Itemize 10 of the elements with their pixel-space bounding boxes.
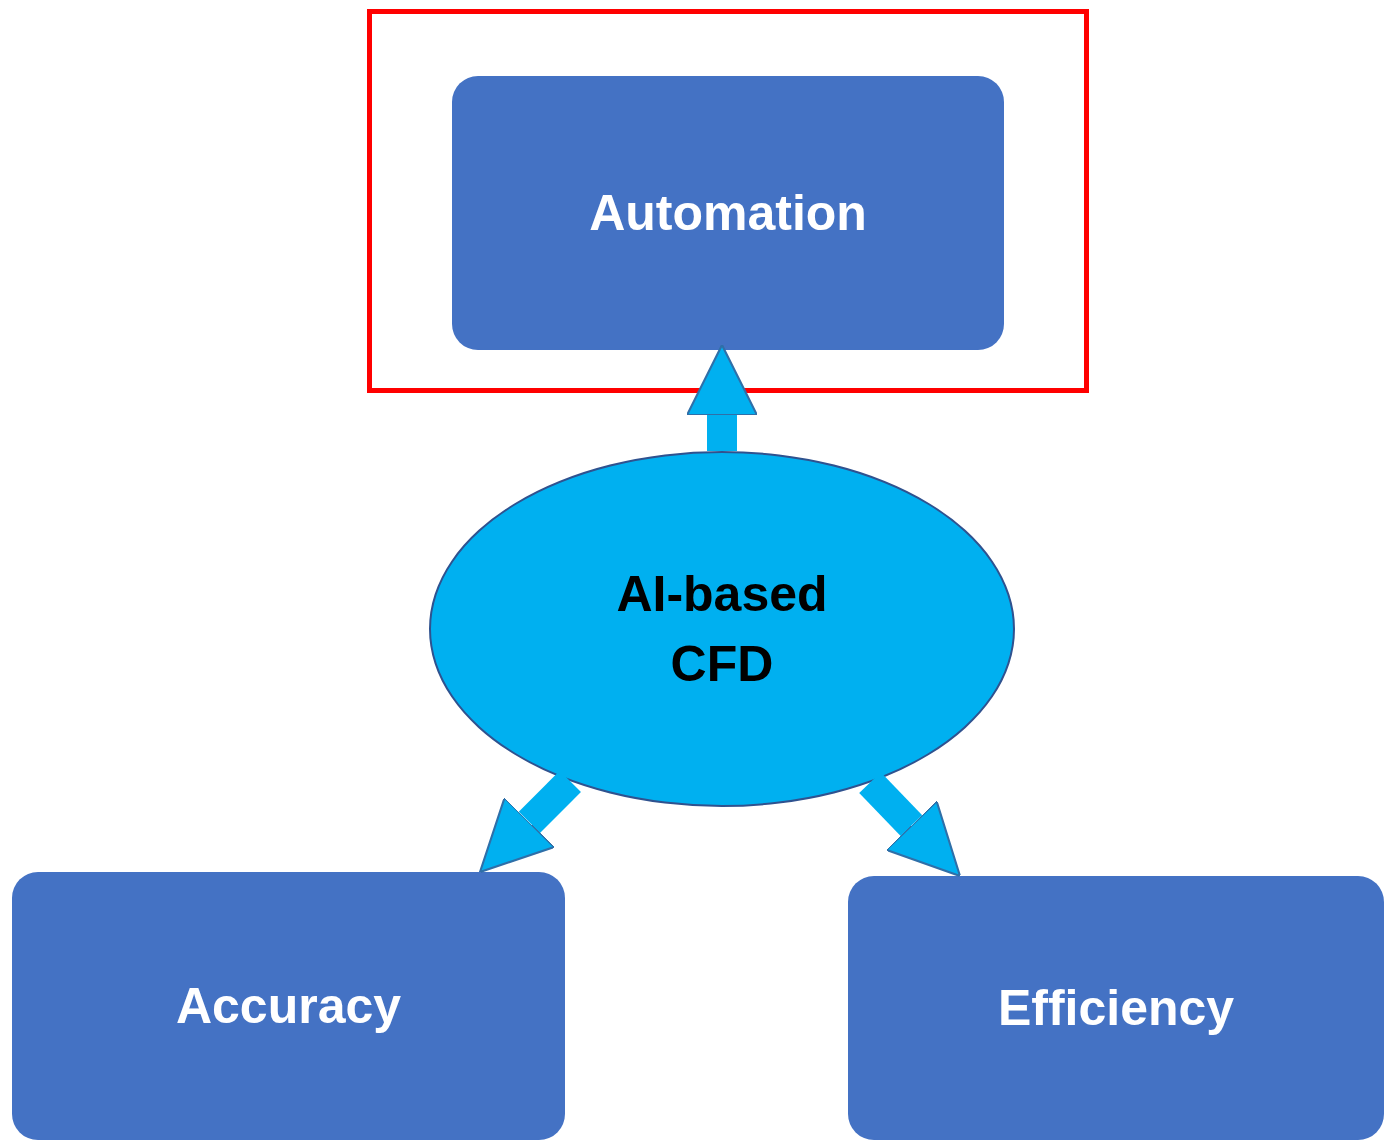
highlight-frame (367, 9, 1089, 393)
rounded-box (452, 76, 1004, 350)
node-label: Accuracy (175, 977, 402, 1036)
block-arrow (685, 343, 759, 451)
rounded-box (12, 872, 565, 1140)
node-label: Automation (589, 184, 867, 243)
block-arrow (859, 772, 962, 878)
node-label: AI-based CFD (615, 565, 829, 694)
rounded-box (848, 876, 1384, 1140)
node-label: Efficiency (997, 979, 1235, 1038)
